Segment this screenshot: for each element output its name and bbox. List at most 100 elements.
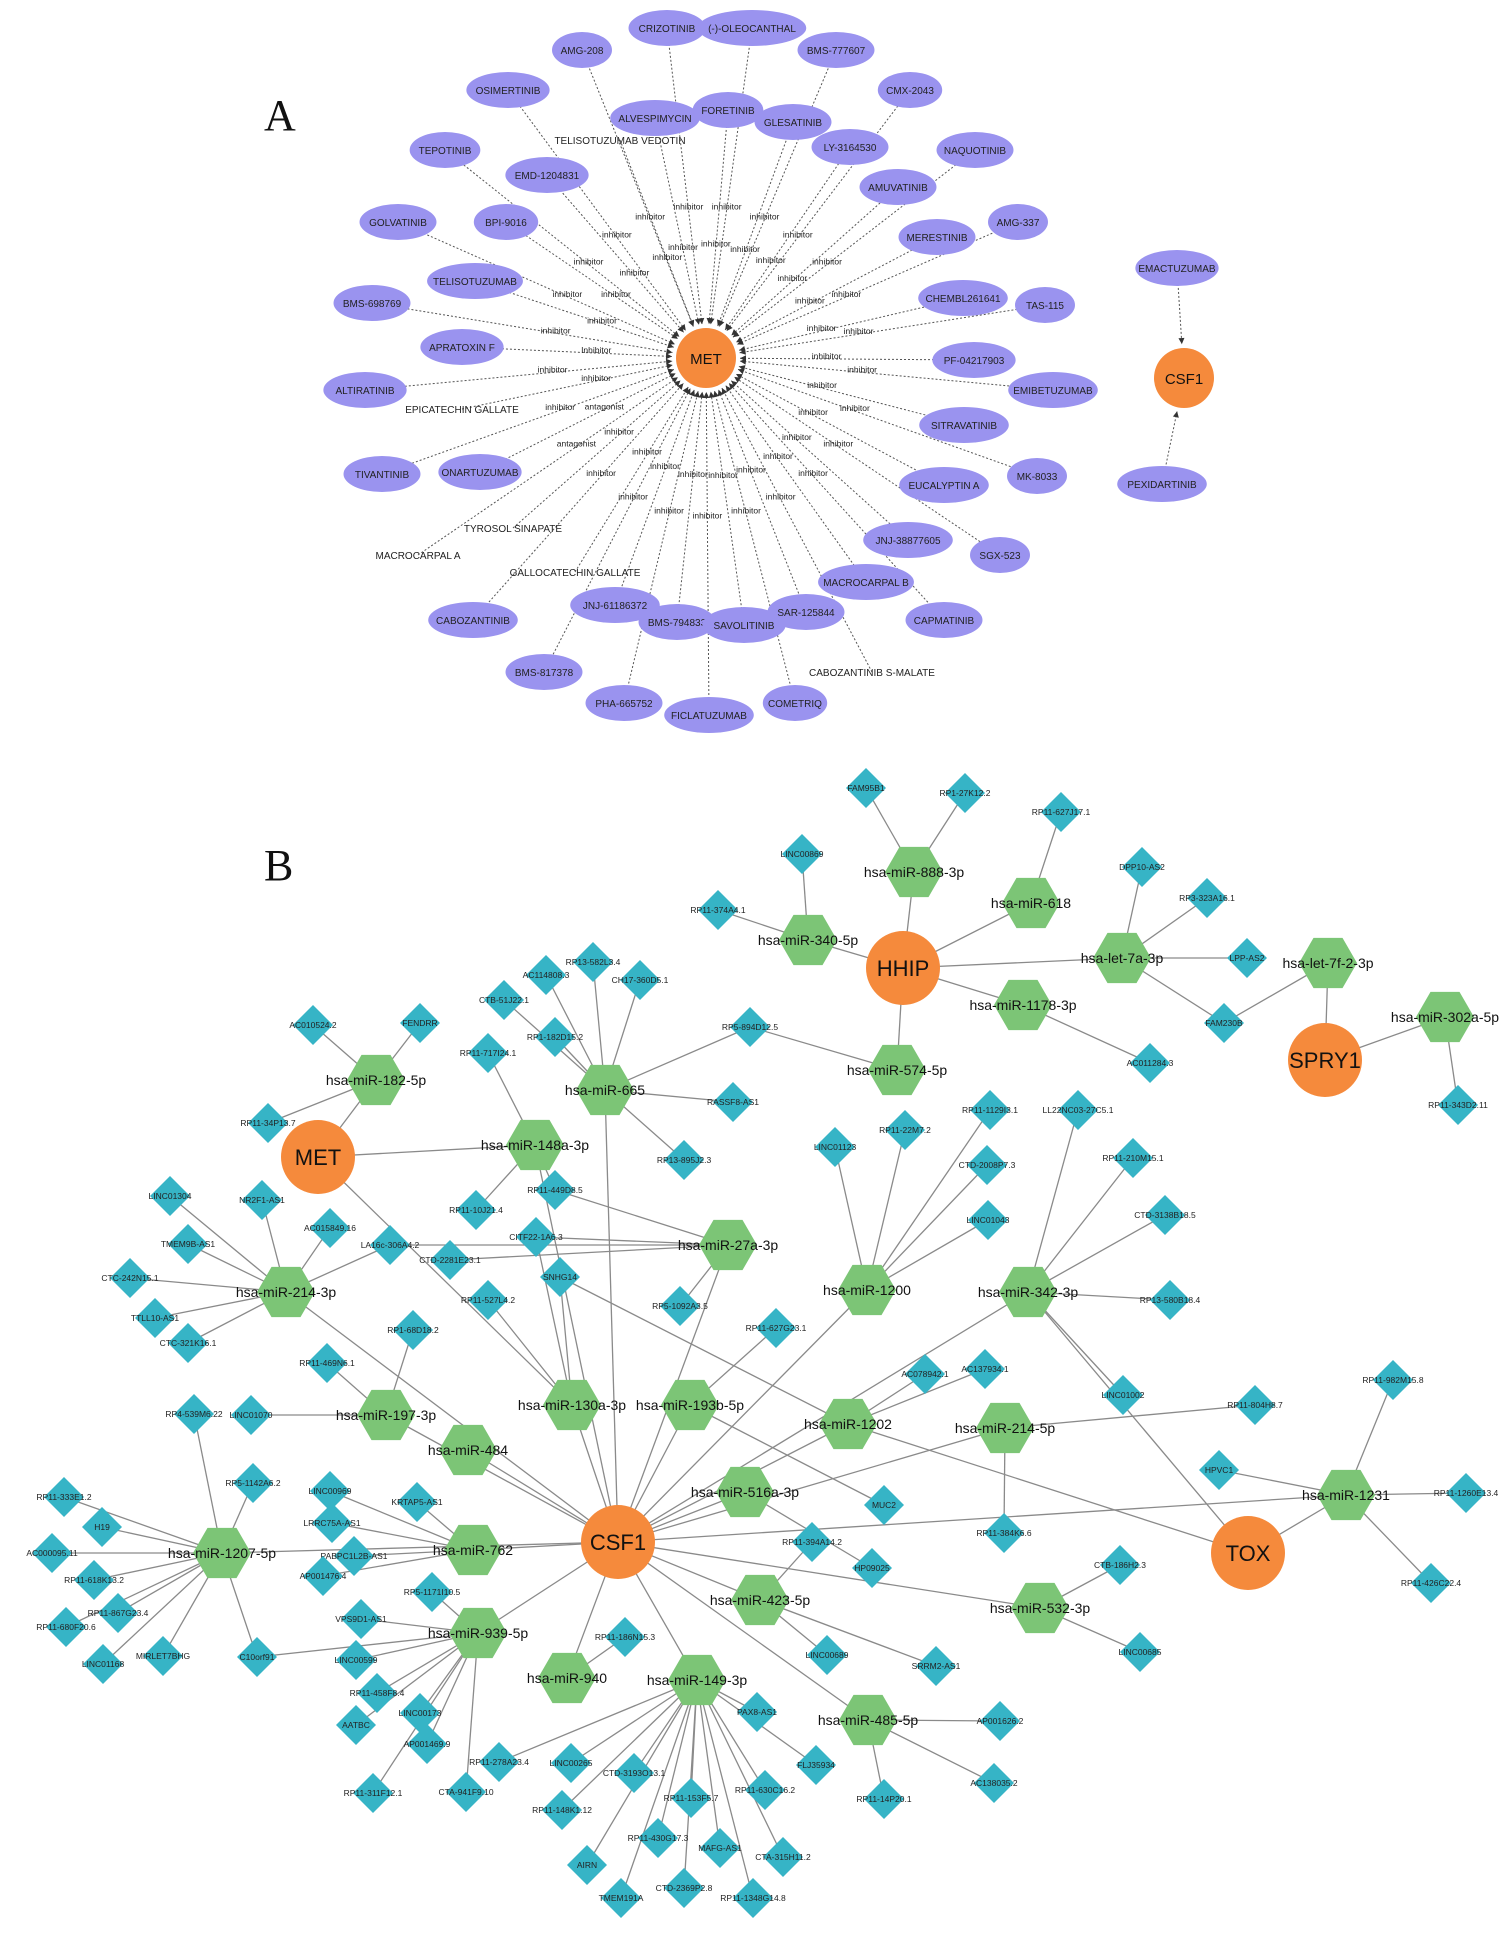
drug-node[interactable] [505, 157, 589, 193]
drug-node[interactable] [762, 685, 828, 721]
gene-node-spry1[interactable] [1288, 1023, 1362, 1097]
lncrna-node[interactable] [974, 1763, 1014, 1803]
drug-node[interactable] [988, 204, 1048, 240]
drug-node[interactable] [428, 602, 518, 638]
lncrna-node[interactable] [1411, 1563, 1451, 1603]
lncrna-node[interactable] [638, 1818, 678, 1858]
drug-node[interactable] [877, 72, 943, 108]
mirna-node[interactable] [1011, 1582, 1069, 1634]
lncrna-node[interactable] [168, 1323, 208, 1363]
lncrna-node[interactable] [393, 1310, 433, 1350]
lncrna-node[interactable] [82, 1507, 122, 1547]
lncrna-node[interactable] [967, 1145, 1007, 1185]
mirna-node[interactable] [661, 1379, 719, 1431]
drug-node[interactable] [359, 204, 437, 240]
lncrna-node[interactable] [336, 1640, 376, 1680]
lncrna-node[interactable] [407, 1724, 447, 1764]
lncrna-node[interactable] [1227, 938, 1267, 978]
lncrna-node[interactable] [370, 1225, 410, 1265]
lncrna-node[interactable] [1187, 878, 1227, 918]
lncrna-node[interactable] [341, 1599, 381, 1639]
lncrna-node[interactable] [397, 1482, 437, 1522]
lncrna-node[interactable] [526, 955, 566, 995]
gene-node-hhip[interactable] [866, 931, 940, 1005]
lncrna-node[interactable] [737, 1692, 777, 1732]
lncrna-node[interactable] [174, 1394, 214, 1434]
lncrna-node[interactable] [1113, 1138, 1153, 1178]
lncrna-node[interactable] [242, 1180, 282, 1220]
lncrna-node[interactable] [1058, 1090, 1098, 1130]
lncrna-node[interactable] [248, 1103, 288, 1143]
drug-node[interactable] [473, 204, 539, 240]
drug-node[interactable] [333, 285, 411, 321]
lncrna-node[interactable] [763, 1837, 803, 1877]
lncrna-node[interactable] [1199, 1450, 1239, 1490]
lncrna-node[interactable] [400, 1003, 440, 1043]
lncrna-node[interactable] [307, 1343, 347, 1383]
gene-node-met[interactable] [676, 328, 736, 388]
mirna-node[interactable] [699, 1219, 757, 1271]
mirna-node[interactable] [976, 1402, 1034, 1454]
lncrna-node[interactable] [83, 1644, 123, 1684]
drug-node[interactable] [570, 587, 660, 623]
lncrna-node[interactable] [479, 1742, 519, 1782]
lncrna-node[interactable] [664, 1140, 704, 1180]
drug-node[interactable] [811, 129, 889, 165]
lncrna-node[interactable] [535, 1017, 575, 1057]
lncrna-node[interactable] [756, 1308, 796, 1348]
lncrna-node[interactable] [1446, 1473, 1486, 1513]
mirna-node[interactable] [439, 1424, 497, 1476]
drug-node[interactable] [797, 32, 875, 68]
lncrna-node[interactable] [516, 1217, 556, 1257]
drug-node[interactable] [1015, 287, 1075, 323]
lncrna-node[interactable] [135, 1298, 175, 1338]
lncrna-node[interactable] [796, 1745, 836, 1785]
mirna-node[interactable] [444, 1524, 502, 1576]
mirna-node[interactable] [538, 1652, 596, 1704]
lncrna-node[interactable] [312, 1503, 352, 1543]
drug-node[interactable] [818, 564, 914, 600]
lncrna-node[interactable] [535, 1170, 575, 1210]
lncrna-node[interactable] [150, 1176, 190, 1216]
mirna-node[interactable] [543, 1379, 601, 1431]
lncrna-node[interactable] [446, 1772, 486, 1812]
lncrna-node[interactable] [614, 1753, 654, 1793]
drug-node[interactable] [323, 372, 407, 408]
mirna-node[interactable] [994, 979, 1052, 1031]
lncrna-node[interactable] [336, 1705, 376, 1745]
mirna-node[interactable] [1299, 937, 1357, 989]
lncrna-node[interactable] [1204, 1003, 1244, 1043]
lncrna-node[interactable] [310, 1208, 350, 1248]
mirna-node[interactable] [868, 1044, 926, 1096]
lncrna-node[interactable] [456, 1190, 496, 1230]
drug-node[interactable] [505, 654, 583, 690]
lncrna-node[interactable] [400, 1693, 440, 1733]
drug-node[interactable] [863, 522, 953, 558]
mirna-node[interactable] [1002, 877, 1060, 929]
drug-node[interactable] [1135, 250, 1219, 286]
lncrna-node[interactable] [293, 1005, 333, 1045]
lncrna-node[interactable] [143, 1636, 183, 1676]
lncrna-node[interactable] [807, 1635, 847, 1675]
lncrna-node[interactable] [1438, 1085, 1478, 1125]
drug-node[interactable] [697, 10, 807, 46]
lncrna-node[interactable] [484, 980, 524, 1020]
drug-node[interactable] [343, 456, 421, 492]
lncrna-node[interactable] [885, 1110, 925, 1150]
drug-node[interactable] [1007, 458, 1067, 494]
drug-node[interactable] [466, 72, 550, 108]
mirna-node[interactable] [731, 1574, 789, 1626]
lncrna-node[interactable] [46, 1607, 86, 1647]
drug-node[interactable] [585, 685, 663, 721]
lncrna-node[interactable] [745, 1770, 785, 1810]
lncrna-node[interactable] [700, 1828, 740, 1868]
mirna-node[interactable] [838, 1264, 896, 1316]
lncrna-node[interactable] [846, 768, 886, 808]
lncrna-node[interactable] [231, 1395, 271, 1435]
lncrna-node[interactable] [1130, 1043, 1170, 1083]
mirna-node[interactable] [347, 1054, 405, 1106]
lncrna-node[interactable] [573, 942, 613, 982]
drug-node[interactable] [767, 594, 845, 630]
lncrna-node[interactable] [980, 1701, 1020, 1741]
lncrna-node[interactable] [1122, 847, 1162, 887]
